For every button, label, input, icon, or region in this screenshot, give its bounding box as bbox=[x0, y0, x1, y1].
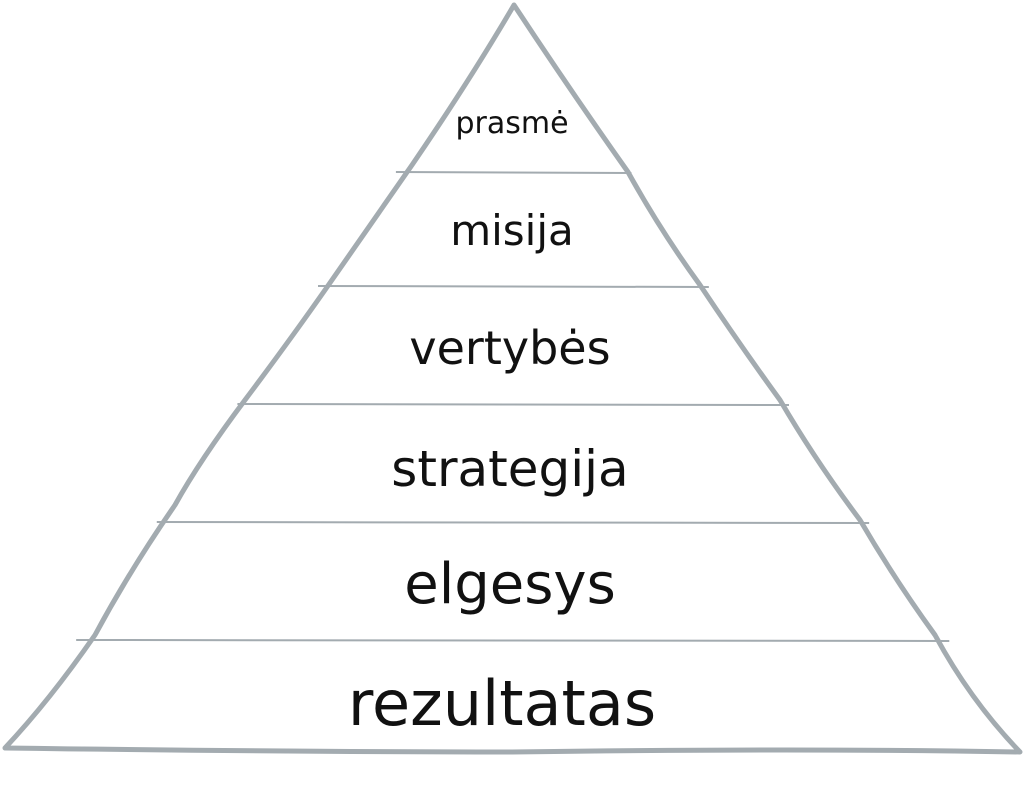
level-divider bbox=[395, 171, 632, 174]
level-label-vertybes: vertybės bbox=[409, 321, 610, 375]
level-label-rezultatas: rezultatas bbox=[348, 667, 656, 740]
pyramid-outline bbox=[2, 2, 1023, 755]
level-divider bbox=[76, 639, 950, 642]
level-label-prasme: prasmė bbox=[455, 106, 568, 141]
level-label-strategija: strategija bbox=[391, 440, 628, 498]
level-divider bbox=[237, 403, 790, 406]
level-divider bbox=[318, 285, 709, 288]
level-divider bbox=[156, 521, 870, 524]
level-label-misija: misija bbox=[450, 206, 574, 255]
level-label-elgesys: elgesys bbox=[404, 552, 616, 617]
